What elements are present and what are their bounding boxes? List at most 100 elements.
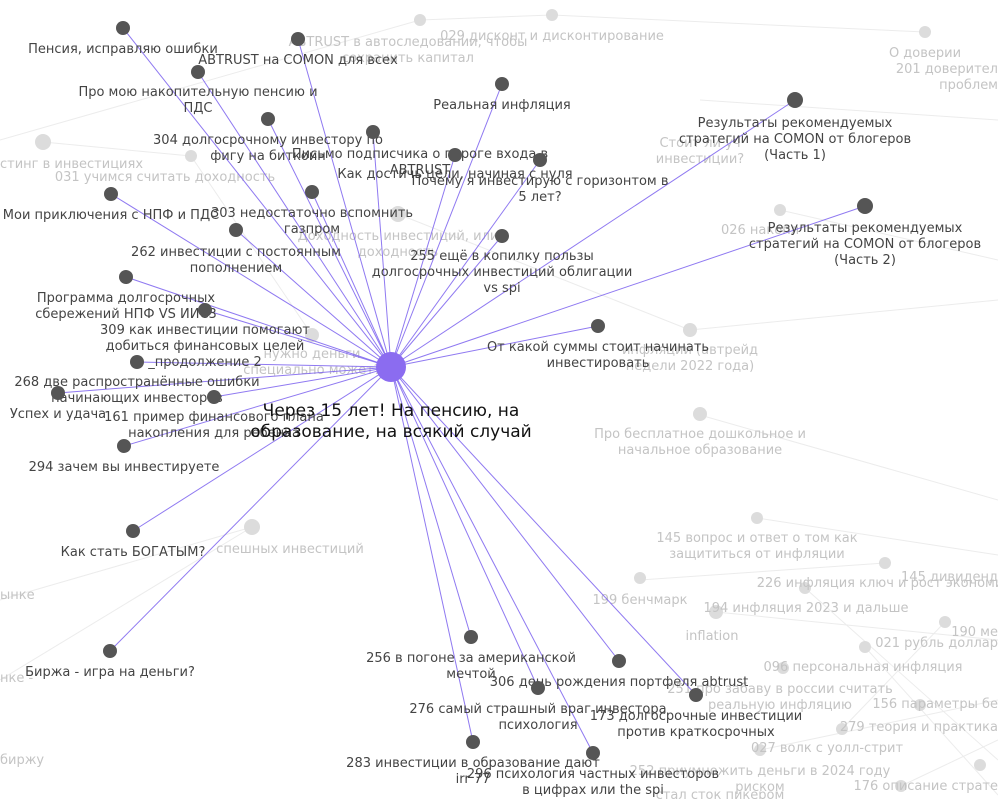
background-node[interactable]: 199 бенчмарк — [592, 572, 688, 608]
background-node-dot[interactable] — [939, 616, 951, 628]
neighbor-node-dot[interactable] — [261, 112, 275, 126]
background-node-dot[interactable] — [414, 14, 426, 26]
neighbor-node-dot[interactable] — [464, 630, 478, 644]
background-node[interactable]: 027 волк с уолл-стрит — [751, 741, 904, 756]
background-node-dot[interactable] — [859, 641, 871, 653]
background-node[interactable]: 096 персональная инфляция — [764, 660, 963, 675]
neighbor-node-dot[interactable] — [207, 390, 221, 404]
background-node-dot[interactable] — [836, 723, 848, 735]
neighbor-node[interactable]: Как стать БОГАТЫМ? — [61, 524, 206, 560]
background-node[interactable]: 190 ме — [939, 616, 998, 640]
neighbor-node[interactable]: 306 день рождения портфеля abtrust — [490, 654, 748, 690]
neighbor-node-dot[interactable] — [466, 735, 480, 749]
neighbor-node[interactable]: Как достичь цели, начиная с нуля — [337, 148, 573, 182]
background-node[interactable]: 026 накопл — [721, 204, 799, 238]
background-node-dot[interactable] — [919, 26, 931, 38]
background-node-dot[interactable] — [751, 512, 763, 524]
neighbor-node-dot[interactable] — [857, 198, 873, 214]
background-node-dot[interactable] — [777, 662, 789, 674]
background-node[interactable]: О доверии — [889, 26, 961, 61]
background-node-dot[interactable] — [914, 699, 926, 711]
neighbor-node-dot[interactable] — [591, 319, 605, 333]
background-node[interactable]: 156 параметры бе — [872, 697, 998, 712]
background-node-dot[interactable] — [546, 9, 558, 21]
neighbor-node-dot[interactable] — [51, 386, 65, 400]
center-node-dot[interactable] — [376, 352, 406, 382]
neighbor-node-dot[interactable] — [533, 153, 547, 167]
background-node[interactable]: 194 инфляция 2023 и дальше — [703, 601, 909, 619]
background-node-dot[interactable] — [244, 519, 260, 535]
neighbor-node[interactable]: Реальная инфляция — [433, 77, 571, 113]
neighbor-node-dot[interactable] — [119, 270, 133, 284]
neighbor-node-dot[interactable] — [116, 21, 130, 35]
background-node[interactable]: inflation — [686, 629, 739, 644]
background-node-dot[interactable] — [35, 134, 51, 150]
neighbor-node[interactable]: 294 зачем вы инвестируете — [29, 439, 220, 475]
background-node-dot[interactable] — [693, 407, 707, 421]
neighbor-node-dot[interactable] — [787, 92, 803, 108]
neighbor-node-dot[interactable] — [495, 77, 509, 91]
background-node-dot[interactable] — [895, 780, 907, 792]
background-node-dot[interactable] — [709, 605, 723, 619]
neighbor-node-dot[interactable] — [366, 125, 380, 139]
background-node-dot[interactable] — [754, 744, 766, 756]
background-node[interactable]: биржу — [0, 753, 44, 768]
neighbor-node[interactable]: Биржа - игра на деньги? — [25, 644, 195, 680]
neighbor-node[interactable]: Пенсия, исправляю ошибки — [28, 21, 218, 57]
neighbor-node-dot[interactable] — [130, 355, 144, 369]
background-node-dot[interactable] — [799, 582, 811, 594]
neighbor-node-dot[interactable] — [117, 439, 131, 453]
neighbor-node-dot[interactable] — [198, 303, 212, 317]
background-node-dot[interactable] — [774, 204, 786, 216]
neighbor-node[interactable]: ABTRUST на COMON для всех — [198, 32, 398, 68]
background-node[interactable]: 021 рубль доллар — [859, 636, 998, 653]
neighbor-node-dot[interactable] — [191, 65, 205, 79]
background-node-dot[interactable] — [634, 572, 646, 584]
background-node[interactable]: стинг в инвестициях — [0, 134, 143, 172]
background-node-dot[interactable] — [185, 150, 197, 162]
neighbor-node-dot[interactable] — [104, 187, 118, 201]
background-node[interactable]: 279 теория и практика — [836, 720, 998, 735]
neighbor-node-dot[interactable] — [305, 185, 319, 199]
background-node[interactable]: 029 дисконт и дисконтирование — [440, 9, 664, 44]
neighbor-node-dot[interactable] — [448, 148, 462, 162]
background-node[interactable]: 031 учимся считать доходность — [55, 150, 275, 185]
background-node-dot[interactable] — [683, 323, 697, 337]
background-node[interactable]: стал сток пикером — [656, 788, 785, 799]
background-node[interactable]: нке - — [0, 671, 33, 686]
neighbor-node-dot[interactable] — [531, 681, 545, 695]
neighbor-node-dot[interactable] — [689, 688, 703, 702]
neighbor-node-dot[interactable] — [612, 654, 626, 668]
background-node[interactable]: 176 описание страте — [853, 779, 998, 794]
neighbor-node[interactable]: Мои приключения с НПФ и ПДС — [3, 187, 219, 223]
neighbor-node-dot[interactable] — [103, 644, 117, 658]
neighbor-node-dot[interactable] — [229, 223, 243, 237]
background-node[interactable]: 145 дивиденд — [879, 557, 998, 585]
